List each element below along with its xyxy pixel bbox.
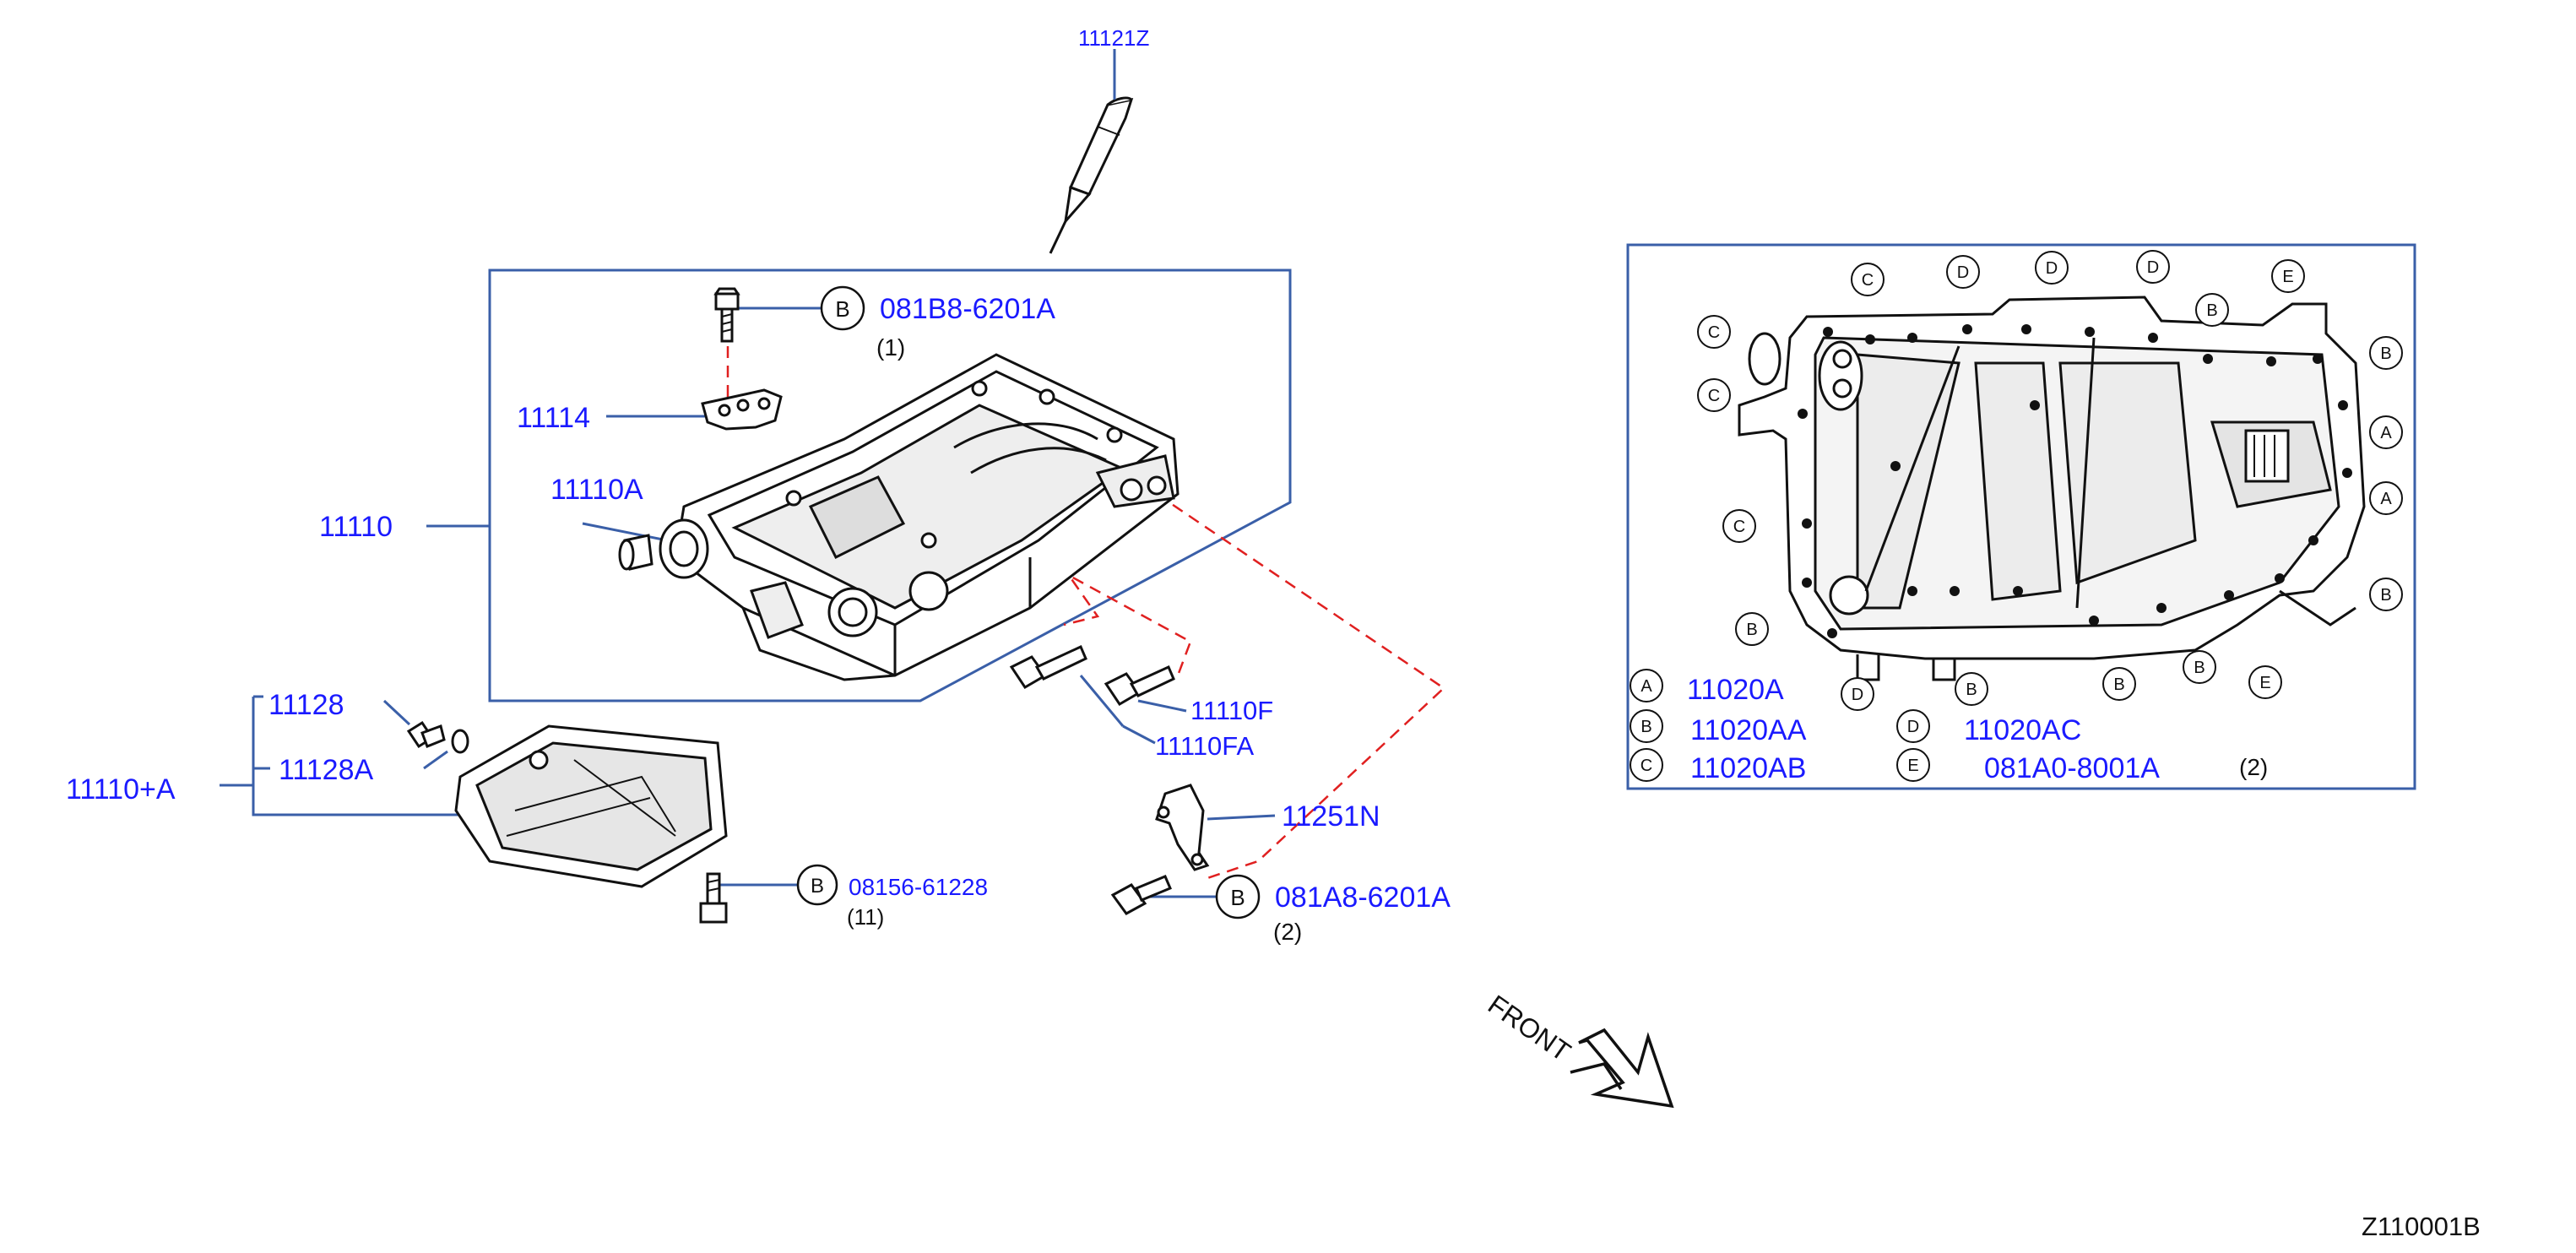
- marker-b-icon: [1955, 672, 1988, 706]
- marker-c-label: C: [1862, 271, 1874, 290]
- bolt-icon: [713, 287, 740, 343]
- marker-d-icon: [2136, 250, 2170, 284]
- marker-c-icon: [1697, 315, 1731, 349]
- qty-081A8: (2): [1273, 919, 1303, 945]
- marker-a-icon: [2369, 481, 2403, 515]
- bolt-08156-icon: [699, 872, 728, 924]
- diagram-id: Z110001B: [2362, 1212, 2481, 1241]
- baffle-11251N-icon: [1155, 784, 1210, 871]
- callout-11110F[interactable]: 11110F: [1190, 696, 1274, 725]
- marker-b-label: B: [1966, 681, 1977, 699]
- marker-d-label: D: [2147, 258, 2159, 277]
- legend-11020A[interactable]: 11020A: [1687, 674, 1784, 706]
- marker-b-icon: [1735, 612, 1769, 646]
- marker-b-icon: [1215, 874, 1261, 919]
- qty-081B8: (1): [876, 334, 906, 361]
- callout-081A8-6201A[interactable]: 081A8-6201A: [1275, 881, 1451, 914]
- bracket-11114-icon: [701, 388, 783, 431]
- callout-11110[interactable]: 11110: [319, 511, 393, 543]
- legend-qty-081A0: (2): [2239, 754, 2269, 780]
- marker-a-label: A: [2380, 490, 2392, 508]
- legend-marker-c: C: [1641, 757, 1652, 775]
- marker-c-icon: [1697, 378, 1731, 412]
- marker-c-label: C: [1708, 387, 1720, 405]
- legend-11020AB[interactable]: 11020AB: [1690, 752, 1807, 784]
- callout-11121Z[interactable]: 11121Z: [1078, 25, 1150, 51]
- washer-11128A-icon: [451, 729, 469, 754]
- marker-b-icon: [796, 864, 838, 906]
- marker-b-label: B: [2380, 586, 2391, 605]
- front-label: FRONT: [1483, 989, 1576, 1067]
- callout-11110A[interactable]: 11110A: [550, 474, 643, 506]
- legend-11020AA[interactable]: 11020AA: [1690, 714, 1807, 746]
- bolt-081A8-icon: [1110, 875, 1172, 915]
- leader-lines: [220, 306, 1276, 898]
- drain-plug-11128-icon: [406, 720, 446, 749]
- marker-b-label: B: [2194, 659, 2205, 677]
- marker-a-icon: [2369, 415, 2403, 449]
- legend-marker-d: D: [1907, 718, 1919, 736]
- bolt-hole-dots: [1798, 324, 2352, 638]
- bolt-11110FA-icon: [1009, 644, 1087, 690]
- marker-a-label: A: [2380, 424, 2392, 442]
- legend-marker-a: A: [1641, 677, 1652, 696]
- callout-11110FA[interactable]: 11110FA: [1155, 731, 1255, 761]
- callout-11128[interactable]: 11128: [268, 689, 344, 721]
- marker-b-label: B: [811, 875, 824, 898]
- marker-c-icon: [1722, 509, 1756, 543]
- legend-marker-e: E: [1907, 757, 1918, 775]
- plug-11110A-icon: [618, 518, 709, 579]
- upper-oil-pan-icon: [674, 353, 1180, 681]
- legend-11020AC[interactable]: 11020AC: [1964, 714, 2082, 746]
- callout-11128A[interactable]: 11128A: [279, 754, 374, 786]
- marker-e-icon: [2248, 665, 2282, 699]
- marker-b-icon: [2195, 293, 2229, 327]
- marker-e-label: E: [2259, 674, 2270, 692]
- marker-d-icon: [1946, 255, 1980, 289]
- bolt-11110F-icon: [1104, 665, 1175, 707]
- sealant-tube-icon: [1049, 96, 1134, 254]
- marker-b-icon: [2369, 578, 2403, 611]
- marker-b-label: B: [2113, 675, 2124, 694]
- marker-d-label: D: [1852, 686, 1863, 704]
- marker-c-icon: [1851, 263, 1885, 296]
- legend-081A0-8001A[interactable]: 081A0-8001A: [1984, 752, 2160, 784]
- marker-d-icon: [1841, 677, 1874, 711]
- marker-b-label: B: [2206, 301, 2217, 320]
- marker-d-label: D: [1957, 263, 1969, 282]
- group-frame-11110: [488, 268, 1292, 702]
- marker-b-icon: [820, 285, 865, 331]
- marker-b-label: B: [835, 296, 849, 322]
- marker-c-label: C: [1708, 323, 1720, 342]
- marker-d-label: D: [2046, 259, 2058, 278]
- callout-11114[interactable]: 11114: [517, 402, 590, 434]
- legend-marker-b: B: [1641, 718, 1651, 736]
- marker-b-icon: [2102, 667, 2136, 701]
- marker-b-icon: [2183, 650, 2216, 684]
- pan-bottom-view-icon: [1738, 296, 2366, 681]
- front-arrow-icon: [1570, 1028, 1674, 1109]
- callout-08156-61228[interactable]: 08156-61228: [849, 874, 989, 900]
- lower-oil-pan-icon: [454, 724, 728, 888]
- callout-11110-plus-A[interactable]: 11110+A: [66, 773, 176, 806]
- marker-e-label: E: [2282, 268, 2293, 286]
- marker-c-label: C: [1733, 518, 1745, 536]
- marker-b-label: B: [2380, 344, 2391, 363]
- marker-a-icon: [1630, 669, 1663, 702]
- marker-b-icon: [1630, 709, 1663, 743]
- marker-b-label: B: [1746, 621, 1757, 639]
- marker-e-icon: [2271, 259, 2305, 293]
- marker-b-label: B: [1230, 885, 1245, 910]
- callout-11251N[interactable]: 11251N: [1282, 800, 1380, 833]
- marker-d-icon: [1896, 709, 1930, 743]
- marker-c-icon: [1630, 748, 1663, 782]
- callout-081B8-6201A[interactable]: 081B8-6201A: [880, 293, 1055, 325]
- marker-b-icon: [2369, 336, 2403, 370]
- qty-08156: (11): [847, 904, 885, 930]
- marker-e-icon: [1896, 748, 1930, 782]
- marker-d-icon: [2035, 251, 2069, 285]
- detail-inset-frame: [1626, 243, 2416, 790]
